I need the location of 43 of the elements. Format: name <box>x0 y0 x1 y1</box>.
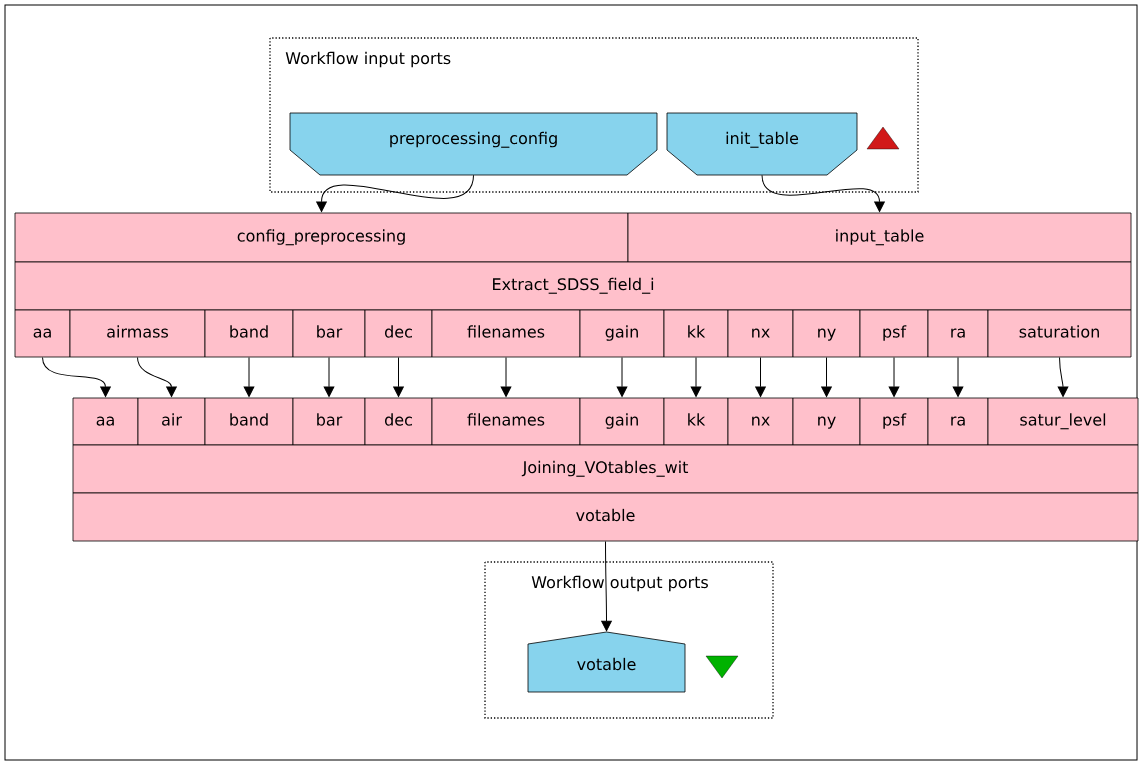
port-cell: dec <box>364 397 433 446</box>
arrow <box>821 356 832 397</box>
arrow <box>888 356 900 397</box>
arrow <box>323 356 335 397</box>
arrow <box>755 356 766 397</box>
arrow <box>42 356 111 397</box>
port-cell: kk <box>663 309 729 358</box>
port-cell: aa <box>72 397 139 446</box>
port-cell: ny <box>792 309 861 358</box>
port-cell: ra <box>927 309 989 358</box>
arrow <box>952 356 964 397</box>
port-cell: aa <box>14 309 71 358</box>
port-cell: gain <box>579 309 665 358</box>
arrow <box>690 356 702 397</box>
port-cell: band <box>204 397 294 446</box>
input-port: preprocessing_config <box>289 112 658 176</box>
arrow <box>616 356 628 397</box>
port-cell: bar <box>292 309 366 358</box>
arrow <box>1057 356 1069 397</box>
arrow <box>393 356 404 397</box>
port-cell: psf <box>859 309 929 358</box>
port-cell: ra <box>927 397 989 446</box>
port-cell: air <box>137 397 206 446</box>
port-cell: bar <box>292 397 366 446</box>
arrow <box>601 540 612 632</box>
port-cell: nx <box>727 397 794 446</box>
input-port: init_table <box>666 112 858 176</box>
port-cell: band <box>204 309 294 358</box>
port-cell: input_table <box>627 212 1132 263</box>
arrow <box>316 174 474 212</box>
arrow <box>243 356 255 397</box>
port-cell: ny <box>792 397 861 446</box>
port-cell: votable <box>72 492 1139 542</box>
output-port: votable <box>527 631 686 693</box>
arrow <box>500 356 512 397</box>
port-cell: gain <box>579 397 665 446</box>
arrow <box>137 356 177 397</box>
port-cell: nx <box>727 309 794 358</box>
arrow <box>761 174 885 212</box>
port-cell: config_preprocessing <box>14 212 629 263</box>
port-cell: dec <box>364 309 433 358</box>
port-cell: psf <box>859 397 929 446</box>
port-cell: kk <box>663 397 729 446</box>
